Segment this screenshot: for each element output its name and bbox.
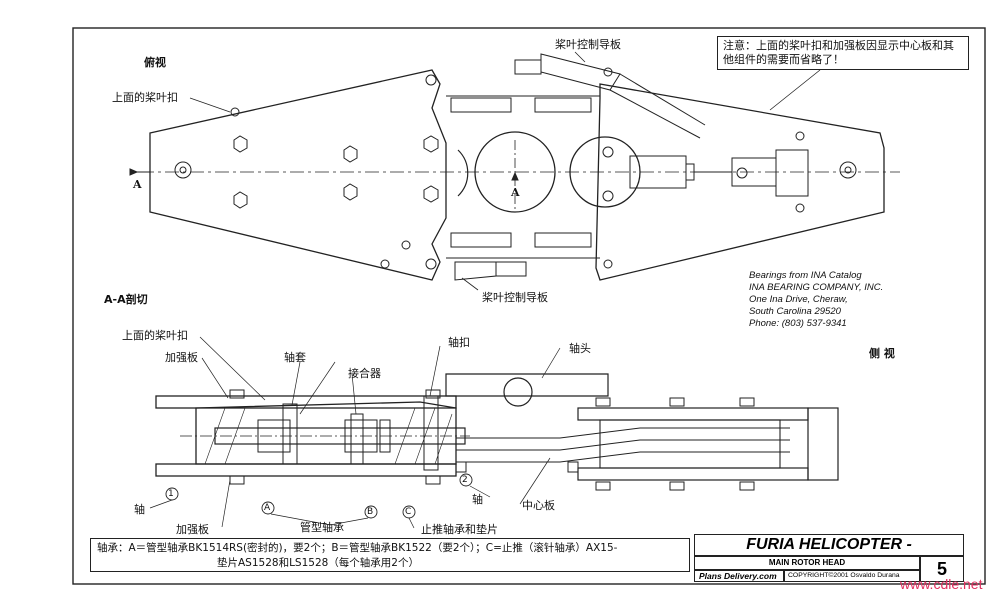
watermark: www.cdle.net <box>900 576 983 592</box>
marker-a: A <box>264 503 271 513</box>
center-plate-label: 中心板 <box>522 499 555 512</box>
ina-line-1: Bearings from INA Catalog <box>749 270 862 281</box>
marker-2: 2 <box>462 475 468 485</box>
thrust-bearing-washer-label: 止推轴承和垫片 <box>421 523 498 536</box>
drawing-border <box>72 27 986 585</box>
coupler-label: 接合器 <box>348 367 381 380</box>
title-block-subtitle: MAIN ROTOR HEAD <box>694 556 920 570</box>
top-view-title: 俯视 <box>144 56 166 69</box>
section-view-title: A-A剖切 <box>104 293 148 306</box>
marker-1: 1 <box>168 489 174 499</box>
sheet-number: 5 <box>920 556 964 582</box>
top-view-drawing <box>129 53 900 281</box>
side-view-title: 侧 视 <box>869 347 895 360</box>
shaft-label: 轴 <box>134 503 145 516</box>
ina-line-3: One Ina Drive, Cheraw, <box>749 294 848 305</box>
upper-blade-grip-label: 上面的桨叶扣 <box>112 91 178 104</box>
title-block-copyright: COPYRIGHT©2001 Osvaldo Durana <box>784 570 920 582</box>
title-block-title: FURIA HELICOPTER - <box>694 534 964 556</box>
marker-b: B <box>367 507 374 517</box>
sleeve-label: 轴套 <box>284 351 306 364</box>
reinforcement-plate-bottom-label: 加强板 <box>176 523 209 536</box>
section-upper-blade-grip-label: 上面的桨叶扣 <box>122 329 188 342</box>
bearing-note-line-2: 垫片AS1528和LS1528（每个轴承用2个） <box>217 557 419 569</box>
ina-line-4: South Carolina 29520 <box>749 306 841 317</box>
section-mark-left: A <box>133 178 142 191</box>
ina-line-2: INA BEARING COMPANY, INC. <box>749 282 884 293</box>
section-mark-center: A <box>511 186 520 199</box>
pitch-guide-top-label: 桨叶控制导板 <box>555 38 621 51</box>
bearing-note-line-1: 轴承：A＝管型轴承BK1514RS(密封的)，要2个；B＝管型轴承BK1522（… <box>97 542 618 554</box>
ina-line-5: Phone: (803) 537-9341 <box>749 318 847 329</box>
bearing-spec-note: 轴承：A＝管型轴承BK1514RS(密封的)，要2个；B＝管型轴承BK1522（… <box>90 538 690 572</box>
marker-c: C <box>405 507 412 517</box>
omission-note: 注意：上面的桨叶扣和加强板因显示中心板和其他组件的需要而省略了！ <box>717 36 969 70</box>
reinforcement-plate-top-label: 加强板 <box>165 351 198 364</box>
shaft-clamp-label: 轴扣 <box>448 336 470 349</box>
hub-label: 轴头 <box>569 342 591 355</box>
tube-bearing-label: 管型轴承 <box>300 521 344 534</box>
ina-bearing-info: Bearings from INA Catalog INA BEARING CO… <box>749 270 883 330</box>
shaft2-label: 轴 <box>472 493 483 506</box>
pitch-guide-bottom-label: 桨叶控制导板 <box>482 291 548 304</box>
section-view-drawing <box>155 373 839 491</box>
title-block-publisher: Plans Delivery.com <box>694 570 784 582</box>
